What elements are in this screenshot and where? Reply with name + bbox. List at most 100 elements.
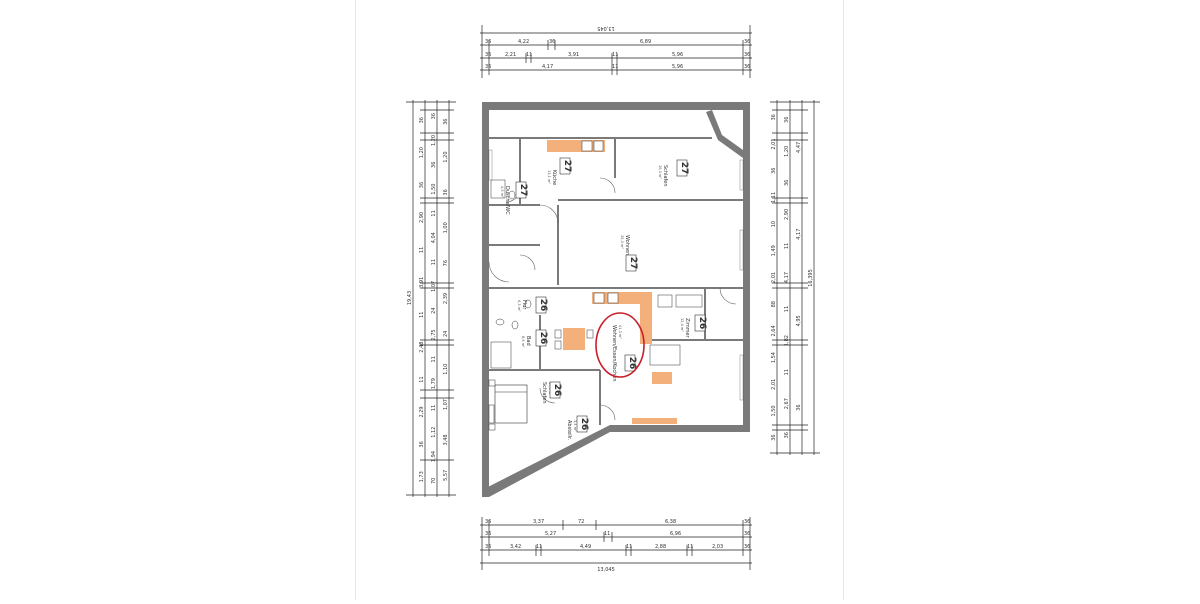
right-dim-total: 16,395: [808, 269, 814, 287]
room-name: Wohnen/Essen/Kochen: [611, 325, 617, 382]
wall-bay-corner: [706, 110, 743, 158]
left-dim-label: 36: [431, 162, 437, 168]
left-dim-label: 1,20: [419, 147, 425, 158]
left-dim-label: 2,29: [419, 406, 425, 417]
left-dim-label: 24: [443, 331, 449, 337]
bottom-dim-label: 11: [626, 544, 632, 550]
right-dim-label: 2,01: [771, 272, 777, 283]
room-number-box: [515, 181, 527, 199]
wall-left-upper: [482, 102, 489, 364]
stove-icon: [581, 140, 593, 152]
bottom-dim-label: 36: [485, 544, 491, 550]
bathtub-icon: [490, 341, 512, 369]
right-dim-label: 2,01: [771, 379, 777, 390]
right-dim-label: 1,20: [784, 146, 790, 157]
wardrobe-icon: [488, 404, 495, 424]
sofa-icon: [649, 344, 681, 366]
right-dim-label: 36: [796, 404, 802, 410]
right-dim-label: 1,50: [771, 405, 777, 416]
left-dim-label: 36: [419, 441, 425, 447]
bottom-dim-label: 11: [536, 544, 542, 550]
left-dim-label: 2,48: [419, 342, 425, 353]
room-area: 16,3 m²: [658, 165, 662, 179]
room-number: 26: [538, 332, 548, 345]
right-dimension-group: [770, 100, 820, 455]
room-kueche: Küche 13,1 m²: [547, 170, 557, 185]
left-dim-label: 11: [431, 405, 437, 411]
door-swing: [599, 404, 616, 421]
room-number-box: [535, 329, 547, 347]
left-dim-label: 11: [419, 312, 425, 318]
room-wohnen: Wohnen 35,3 m²: [620, 235, 630, 255]
right-dim-label: 88: [771, 301, 777, 307]
nightstand-icon: [488, 379, 496, 387]
left-dimension-labels: 361,20362,90113,91112,48112,29361,73361,…: [407, 113, 449, 484]
left-dim-label: 36: [443, 189, 449, 195]
bottom-dim-label: 5,27: [545, 531, 556, 537]
room-number-box: [576, 415, 588, 433]
room-number: 27: [518, 184, 528, 197]
room-bad: Bad 8,6 m²: [521, 336, 531, 348]
room-area: 13,1 m²: [547, 170, 551, 184]
kitchen-side-counter: [640, 304, 652, 344]
room-number: 27: [562, 160, 572, 173]
left-dim-label: 1,07: [443, 399, 449, 410]
right-dim-label: 11: [784, 306, 790, 312]
left-dim-label: 11: [431, 259, 437, 265]
left-dim-label: 24: [431, 307, 437, 313]
top-dim-label: 36: [744, 39, 750, 45]
room-area: 41,3 m²: [618, 325, 622, 339]
room-area: 6,3 m²: [517, 300, 521, 312]
bottom-dim-label: 36: [744, 519, 750, 525]
bottom-dim-total: 13,045: [597, 567, 615, 573]
room-number-box: [624, 354, 636, 372]
sink-icon: [593, 140, 604, 152]
top-dim-label: 36: [485, 64, 491, 70]
bottom-dim-label: 2,03: [712, 544, 723, 550]
room-dusche: Dusche/WC 4,5 m²: [500, 186, 510, 215]
top-dim-label: 6,89: [640, 39, 651, 45]
left-dim-label: 36: [419, 117, 425, 123]
room-zimmer: Zimmer 12,0 m²: [680, 318, 690, 339]
walls: [482, 102, 750, 497]
top-dim-label: 5,96: [672, 64, 683, 70]
interior-walls: [489, 137, 743, 425]
wall-top: [482, 102, 750, 110]
right-dim-label: 36: [784, 180, 790, 186]
top-dim-label: 11: [612, 52, 618, 58]
room-area: 12,0 m²: [680, 318, 684, 332]
left-dim-label: 1,00: [443, 222, 449, 233]
page-edge-right: [843, 0, 844, 600]
bottom-dim-label: 4,49: [580, 544, 591, 550]
sideboard: [632, 418, 677, 424]
left-dim-label: 36: [419, 182, 425, 188]
left-dim-label: 11: [431, 210, 437, 216]
window-mark: [488, 149, 493, 181]
wall-diagonal: [482, 425, 610, 497]
top-dim-label: 36: [549, 39, 555, 45]
right-dim-label: 36: [771, 168, 777, 174]
left-dim-label: 3,91: [419, 277, 425, 288]
right-dim-label: 11: [784, 369, 790, 375]
door-swing: [519, 254, 536, 271]
highlight-circle: [595, 312, 645, 378]
top-dimension-group: [480, 25, 752, 78]
left-dim-label: 11: [419, 376, 425, 382]
chair-icon: [554, 340, 562, 350]
room-area: 8,6 m²: [521, 336, 525, 348]
room-number-box: [535, 296, 547, 314]
room-schlafen-top: Schlafen 16,3 m²: [658, 165, 668, 187]
right-dim-label: 36: [784, 117, 790, 123]
desk-icon: [675, 294, 703, 308]
door-swing: [539, 387, 556, 404]
top-dim-label: 36: [485, 39, 491, 45]
right-dim-label: 4,17: [796, 229, 802, 240]
left-dim-label: 1,20: [443, 151, 449, 162]
toilet-icon: [511, 320, 519, 330]
bottom-dimension-labels: 36 3,37 72 6,38 36 36 5,27 11 6,96 36 36…: [485, 519, 750, 573]
room-name: Dusche/WC: [504, 186, 510, 215]
toilet-icon: [524, 299, 532, 309]
room-number-box: [559, 157, 571, 175]
